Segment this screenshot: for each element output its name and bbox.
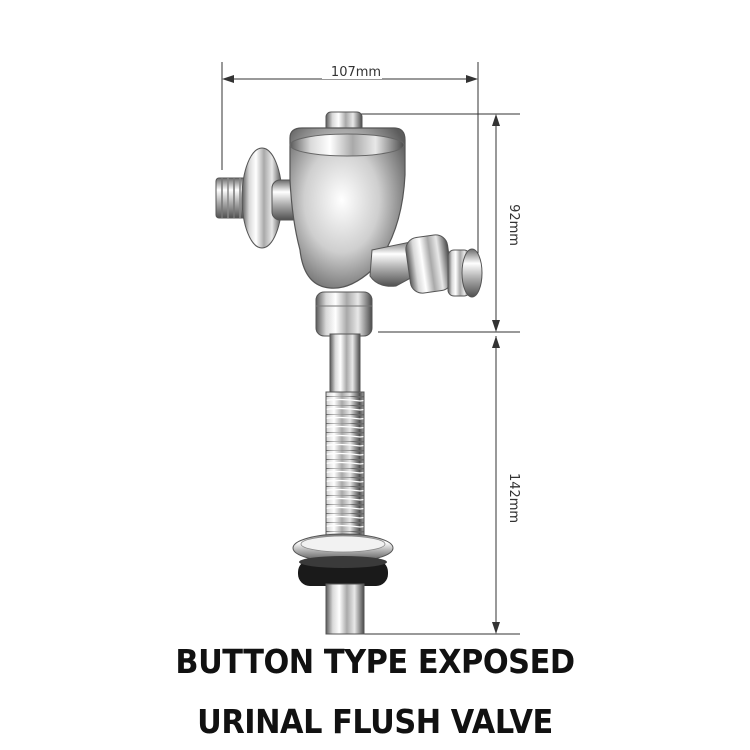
pipe-height-label: 142mm bbox=[506, 473, 521, 523]
inlet-thread bbox=[215, 177, 251, 219]
tail-pipe bbox=[325, 583, 365, 635]
dimension-width: 107mm bbox=[221, 62, 479, 258]
caption-title-line-1: BUTTON TYPE EXPOSED bbox=[175, 642, 575, 681]
dimension-pipe-height: 142mm bbox=[350, 336, 521, 635]
push-button bbox=[447, 248, 483, 298]
body-height-label: 92mm bbox=[506, 204, 521, 246]
width-label: 107mm bbox=[331, 65, 381, 80]
flush-valve bbox=[215, 111, 483, 635]
dimension-body-height: 92mm bbox=[360, 113, 521, 333]
caption-title-line-2: URINAL FLUSH VALVE bbox=[197, 702, 553, 741]
outlet-pipe bbox=[329, 333, 361, 395]
corrugated-pipe bbox=[325, 391, 365, 547]
outlet-nut bbox=[315, 291, 373, 337]
